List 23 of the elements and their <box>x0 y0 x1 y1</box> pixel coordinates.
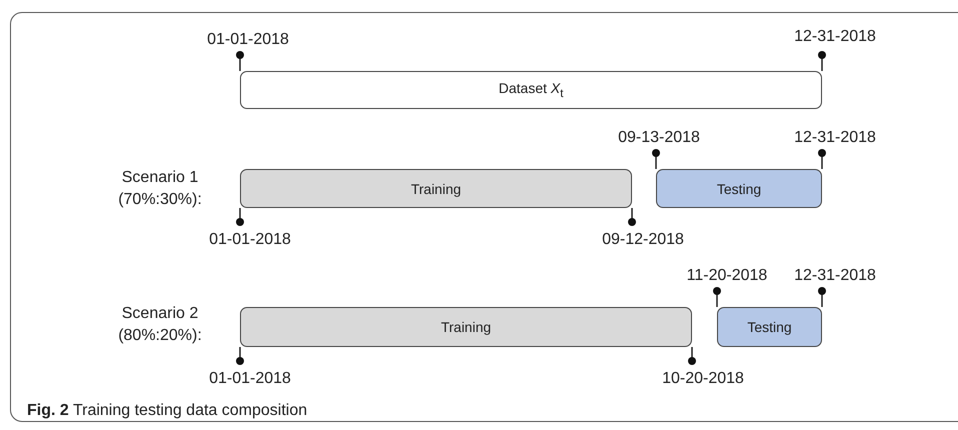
date-label: 09-13-2018 <box>618 129 700 147</box>
date-label: 09-12-2018 <box>602 231 684 249</box>
date-label: 12-31-2018 <box>794 28 876 46</box>
timeline-bar <box>717 307 822 347</box>
bar-label: Testing <box>747 319 792 335</box>
date-label: 01-01-2018 <box>209 231 291 249</box>
timeline-bar <box>240 169 632 208</box>
bar-label: Training <box>410 180 462 196</box>
bar-label: Dataset X$_{t}$ <box>498 80 564 100</box>
date-label: 01-01-2018 <box>209 370 291 388</box>
timeline-bar <box>240 71 822 109</box>
timeline-bar <box>240 307 692 347</box>
figure-caption: Fig. 2 Training testing data composition <box>27 402 308 420</box>
bar-label: Training <box>440 319 492 335</box>
date-label: 12-31-2018 <box>794 129 876 147</box>
date-label: 10-20-2018 <box>662 370 744 388</box>
timeline-bar <box>656 169 822 208</box>
scenario-label: Scenario 1 (70%:30%): <box>117 168 203 210</box>
date-label: 11-20-2018 <box>686 267 768 285</box>
scenario-label: Scenario 2 (80%:20%): <box>117 304 203 346</box>
date-label: 12-31-2018 <box>794 267 876 285</box>
date-label: 01-01-2018 <box>207 31 289 49</box>
bar-label: Testing <box>716 180 762 196</box>
